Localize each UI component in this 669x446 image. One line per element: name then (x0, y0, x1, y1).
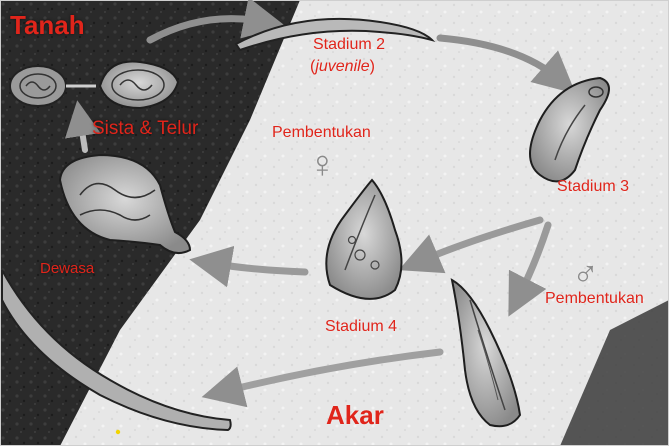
cyst-eggs-label: Sista & Telur (92, 118, 198, 140)
female-formation-label: Pembentukan (272, 124, 371, 142)
stage2-label: Stadium 2 (313, 36, 385, 54)
male-formation-label: Pembentukan (545, 290, 644, 308)
egg-illustration (10, 66, 66, 106)
juvenile-label: (juvenile) (310, 58, 375, 76)
female-symbol: ♀ (308, 146, 337, 184)
adult-label: Dewasa (40, 260, 94, 277)
male-symbol: ♂ (572, 256, 599, 292)
soil-label: Tanah (10, 10, 85, 41)
root-label: Akar (326, 400, 384, 431)
stage4-label: Stadium 4 (325, 318, 397, 336)
stage3-label: Stadium 3 (557, 178, 629, 196)
juvenile-text: juvenile (315, 58, 369, 75)
